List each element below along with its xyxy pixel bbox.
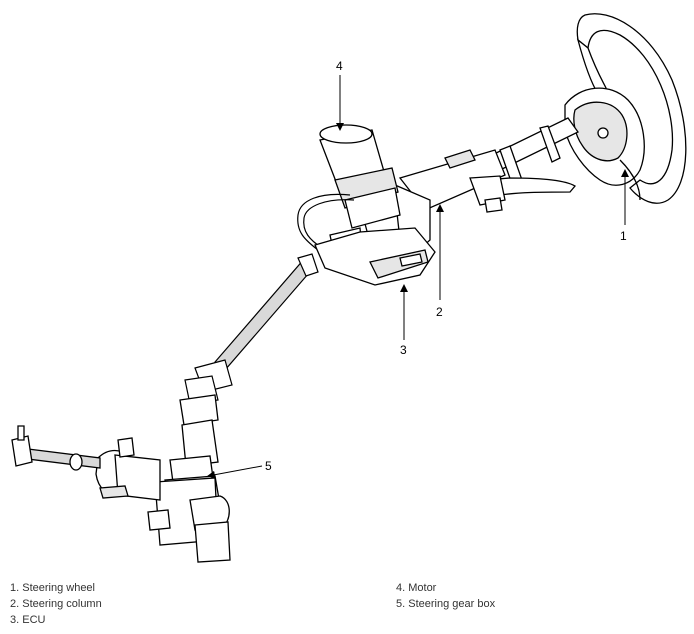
leader-lines bbox=[207, 75, 629, 479]
steering-system-diagram: 1 2 3 4 5 bbox=[11, 13, 687, 563]
ecu-drawing bbox=[314, 227, 436, 286]
legend-left: 1. Steering wheel 2. Steering column 3. … bbox=[10, 580, 102, 628]
steering-wheel-drawing bbox=[564, 13, 687, 204]
steering-gear-box-drawing bbox=[11, 394, 231, 563]
legend-item-motor: 4. Motor bbox=[396, 582, 437, 594]
callout-3: 3 bbox=[400, 343, 407, 357]
callout-1: 1 bbox=[620, 229, 627, 243]
legend-item-steering-gear-box: 5. Steering gear box bbox=[396, 598, 496, 610]
legend-item-ecu: 3. ECU bbox=[10, 614, 46, 626]
callout-5: 5 bbox=[265, 459, 272, 473]
steering-column-drawing bbox=[359, 117, 579, 259]
intermediate-shaft-drawing bbox=[184, 253, 319, 405]
callout-2: 2 bbox=[436, 305, 443, 319]
callout-4: 4 bbox=[336, 59, 343, 73]
legend-right: 4. Motor 5. Steering gear box bbox=[396, 580, 495, 612]
legend-item-steering-wheel: 1. Steering wheel bbox=[10, 582, 95, 594]
legend-item-steering-column: 2. Steering column bbox=[10, 598, 102, 610]
